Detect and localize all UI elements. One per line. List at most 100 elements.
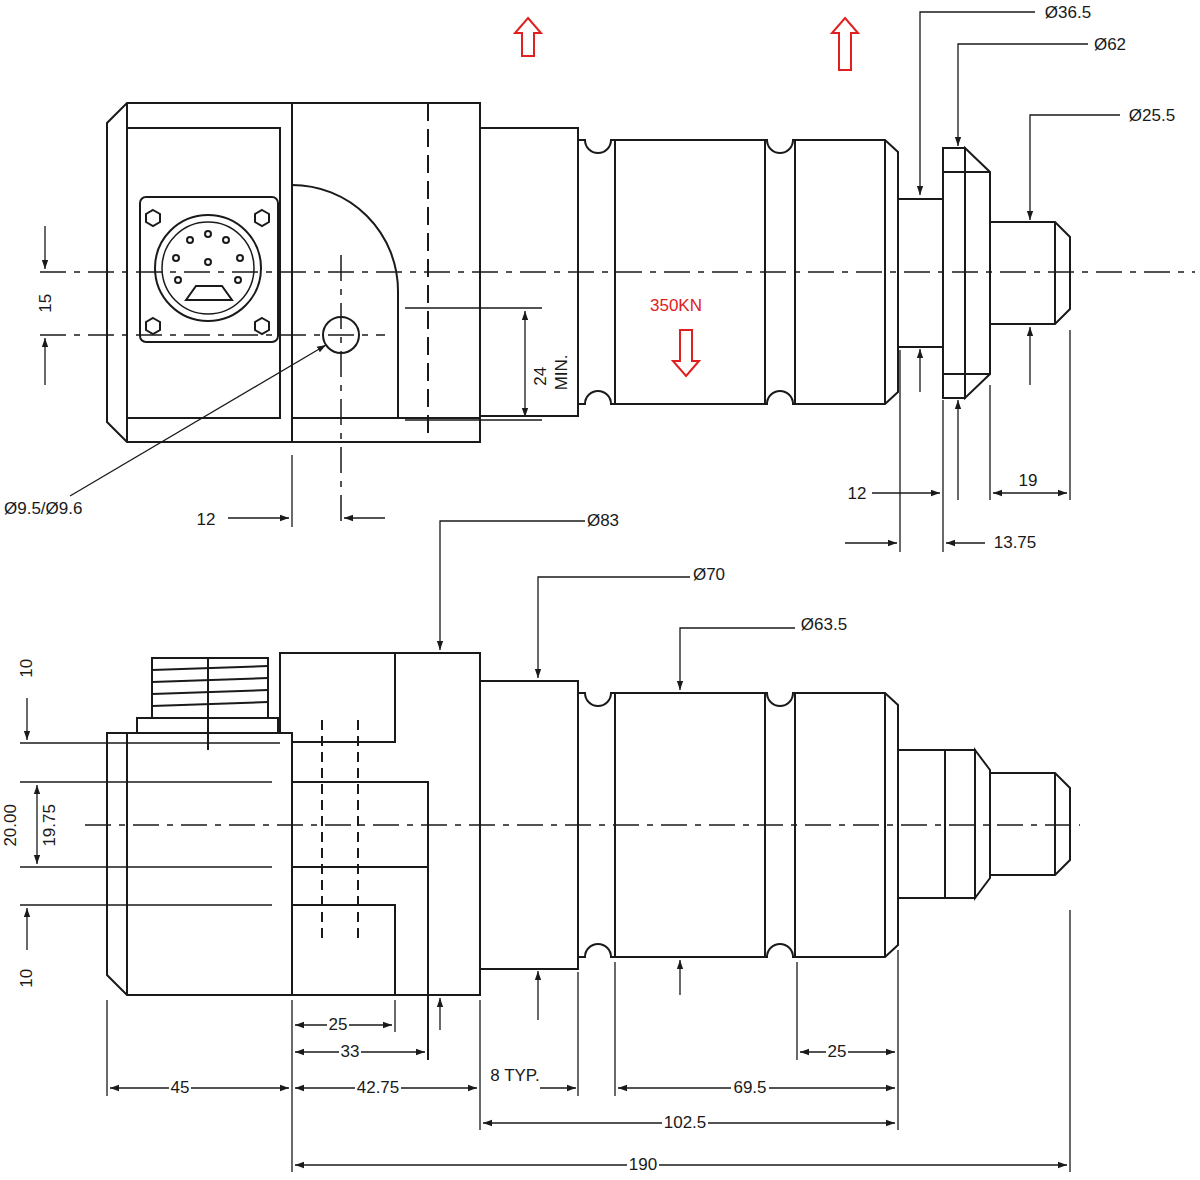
dimension-label: 12 <box>846 485 869 504</box>
connector-face <box>205 231 211 237</box>
dimension-label: Ø70 <box>691 566 727 585</box>
dimension-label: 45 <box>169 1079 192 1098</box>
dimension-line <box>524 311 525 417</box>
dimension-line <box>957 400 958 500</box>
load-arrow <box>673 330 699 376</box>
dimension-line <box>439 998 440 1030</box>
dimension-line <box>26 698 27 740</box>
dimension-label: 102.5 <box>662 1114 709 1133</box>
dimension-label: 25 <box>826 1043 849 1062</box>
connector-face <box>205 259 211 265</box>
top-view-body <box>292 417 480 419</box>
connector-side <box>152 702 268 706</box>
dimension-line <box>796 962 797 1060</box>
front-view-body <box>107 653 480 1060</box>
dimension-label: Ø36.5 <box>1043 4 1093 23</box>
dimension-line <box>405 307 542 308</box>
top-view-shaft <box>965 148 990 398</box>
dimension-line <box>614 962 615 1096</box>
dimension-line <box>920 12 1035 195</box>
connector-face <box>175 277 181 283</box>
dimension-line <box>291 1000 292 1172</box>
dimension-line <box>946 542 985 543</box>
front-view-shaft <box>990 773 1070 875</box>
connector-face <box>255 318 269 334</box>
connector-face <box>146 318 160 334</box>
dimension-line <box>36 785 37 864</box>
dimension-label: 190 <box>627 1156 659 1175</box>
front-view-body <box>292 653 395 742</box>
front-view-shaft <box>898 750 945 898</box>
dimension-label: Ø9.5/Ø9.6 <box>2 500 84 519</box>
dimension-line <box>295 1164 1067 1165</box>
dimension-line <box>1029 327 1030 385</box>
center-line <box>340 255 342 525</box>
connector-side <box>152 666 268 670</box>
front-view-shaft <box>975 750 990 898</box>
connector-face <box>155 215 261 321</box>
dimension-line <box>993 492 1067 493</box>
dimension-label: 25 <box>327 1016 350 1035</box>
dimension-label: 8 TYP. <box>488 1067 541 1086</box>
dimension-line <box>680 628 795 690</box>
center-line <box>85 824 1080 826</box>
dimension-line <box>537 971 538 1020</box>
top-view-body <box>127 128 280 418</box>
dimension-line <box>45 12 1120 552</box>
dimension-line <box>1030 115 1120 220</box>
top-view-shaft <box>884 140 886 404</box>
dimension-line <box>344 517 385 518</box>
front-view-body <box>292 905 395 995</box>
dimension-line <box>405 419 542 420</box>
connector-face <box>173 255 179 261</box>
dimension-line <box>899 350 900 552</box>
dimension-label: Ø62 <box>1092 36 1128 55</box>
connector-face <box>140 197 278 342</box>
dimension-label: 19.75 <box>41 802 60 849</box>
dimension-label: Ø63.5 <box>799 616 849 635</box>
load-arrow <box>832 18 858 70</box>
dimension-line <box>44 338 45 385</box>
top-view-body <box>292 185 398 418</box>
dimension-line <box>20 866 272 867</box>
dimension-label: 24 <box>532 365 551 388</box>
dimension-label: 10 <box>18 967 37 990</box>
front-view-body <box>280 653 480 995</box>
connector-face <box>140 197 278 342</box>
top-view-shaft <box>898 199 943 347</box>
dimension-line <box>989 385 990 500</box>
front-view-body <box>427 867 429 1060</box>
connector-side <box>152 678 268 682</box>
connector-side <box>152 690 268 694</box>
front-view-body <box>321 720 323 940</box>
top-view-shaft <box>1054 222 1056 324</box>
dimension-line <box>538 577 690 678</box>
connector-face <box>255 210 269 226</box>
connector-face <box>237 255 243 261</box>
dimension-label: MIN. <box>553 352 572 392</box>
connector-face <box>186 286 232 300</box>
dimension-label: Ø25.5 <box>1127 107 1177 126</box>
dimension-line <box>291 455 292 527</box>
connector-side <box>152 658 268 718</box>
top-view-shaft <box>614 140 616 404</box>
dimension-line <box>679 960 680 995</box>
dimension-line <box>44 226 45 269</box>
front-view-shaft <box>884 693 886 957</box>
dimension-label: 10 <box>18 657 37 680</box>
center-line <box>40 255 1195 525</box>
connector-side <box>137 658 278 750</box>
dimension-line <box>228 517 289 518</box>
dimension-label: Ø83 <box>585 512 621 531</box>
center-line <box>40 334 385 336</box>
front-view-shaft <box>945 750 975 898</box>
connector-face <box>162 222 254 314</box>
dimension-label: 42.75 <box>355 1079 402 1098</box>
dimension-line <box>577 972 578 1096</box>
front-view-body <box>357 720 359 940</box>
dimension-line <box>106 1000 107 1096</box>
dimension-label: 19 <box>1017 472 1040 491</box>
connector-face <box>223 237 229 243</box>
